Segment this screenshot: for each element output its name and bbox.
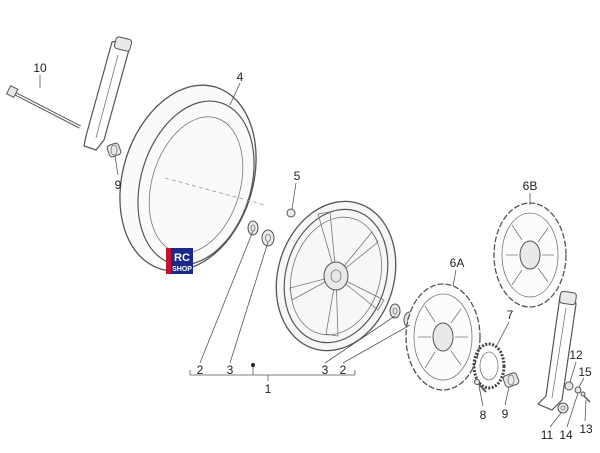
callout-1: 1 [265,382,272,396]
axle-shaft [5,85,81,129]
screw-8 [474,379,487,393]
logo-line1: RC [174,252,190,264]
brake-disc-6a [405,283,481,391]
callout-14: 14 [559,428,573,442]
callout-9-left: 9 [115,178,122,192]
callout-6a: 6A [450,256,465,270]
callout-2-left: 2 [197,363,204,377]
right-fork-leg [536,290,577,411]
callout-13: 13 [579,422,593,436]
left-fork-leg [83,36,133,151]
callout-8: 8 [480,408,487,422]
callout-labels: 10 4 9 5 6B 6A 7 2 3 3 2 1 8 9 12 15 11 … [33,61,593,442]
callout-2-right: 2 [340,363,347,377]
callout-5: 5 [294,169,301,183]
brake-disc-6b [493,202,567,308]
callout-15: 15 [578,365,592,379]
valve [286,208,296,218]
bearing-left [247,220,275,247]
spacer-right [502,372,520,388]
callout-3-left: 3 [227,363,234,377]
callout-12: 12 [569,348,583,362]
abs-tone-ring [472,342,506,390]
leader-lines [39,75,587,428]
logo-line2: SHOP [172,266,192,273]
callout-7: 7 [507,308,514,322]
small-hardware [557,381,591,414]
wheel-rim [275,200,397,352]
callout-3-right: 3 [322,363,329,377]
callout-9-right: 9 [502,407,509,421]
rc-shop-logo: RC SHOP [166,248,193,274]
spacer-left [106,142,122,158]
callout-4: 4 [237,70,244,84]
callout-11: 11 [541,428,554,442]
callout-6b: 6B [523,179,538,193]
callout-10: 10 [33,61,47,75]
